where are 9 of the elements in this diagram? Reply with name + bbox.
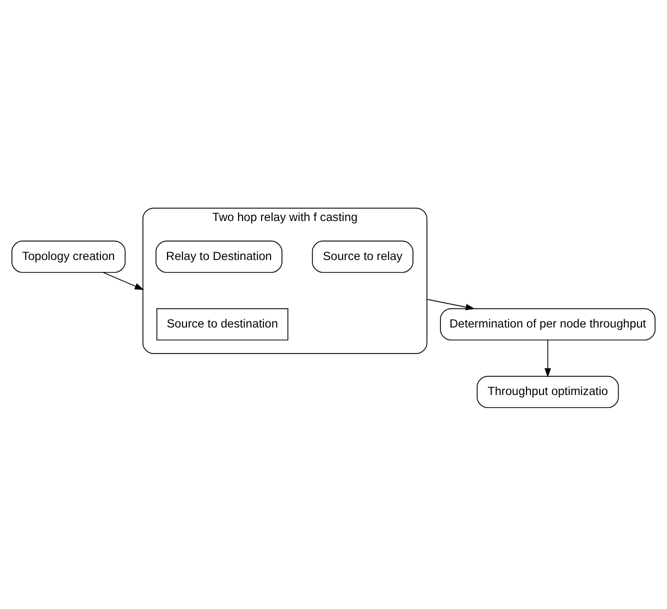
node-box: Relay to Destination bbox=[156, 240, 282, 273]
node-box: Determination of per node throughput bbox=[440, 308, 656, 340]
arrow bbox=[102, 272, 144, 290]
arrow bbox=[426, 298, 476, 310]
arrow bbox=[544, 340, 552, 378]
node-box: Throughput optimizatio bbox=[476, 376, 619, 408]
node-box: Source to destination bbox=[156, 308, 288, 340]
node-box: Source to relay bbox=[312, 240, 414, 273]
node-box: Topology creation bbox=[11, 240, 126, 273]
